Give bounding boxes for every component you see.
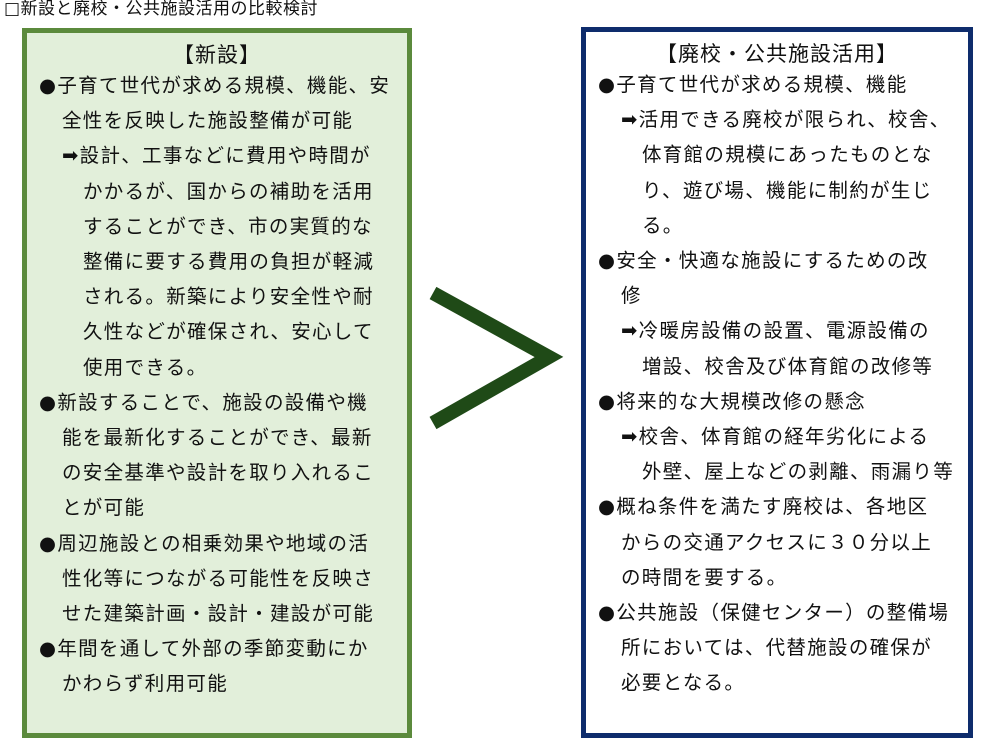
text-line: の安全基準や設計を取り入れるこ bbox=[62, 461, 375, 485]
text-line: り、遊び場、機能に制約が生じ bbox=[642, 178, 933, 202]
text-line: せた建築計画・設計・建設が可能 bbox=[62, 602, 375, 626]
text-line: とが可能 bbox=[62, 496, 146, 520]
bullet-point-line: ●子育て世代が求める規模、機能 bbox=[598, 73, 908, 96]
text-line: 能を最新化することができ、最新 bbox=[62, 426, 373, 450]
text-line: 全性を反映した施設整備が可能 bbox=[62, 109, 354, 133]
bullet-point-line: ●概ね条件を満たす廃校は、各地区 bbox=[598, 495, 929, 519]
text-line: 外壁、屋上などの剥離、雨漏り等 bbox=[642, 460, 954, 484]
bullet-point-line: ●安全・快適な施設にするための改 bbox=[598, 249, 929, 273]
text-line: かわらず利用可能 bbox=[62, 672, 229, 696]
arrow-note-line: ➡校舎、体育館の経年劣化による bbox=[621, 425, 930, 449]
arrow-note-line: ➡設計、工事などに費用や時間が bbox=[62, 144, 371, 168]
school-reuse-panel: 【廃校・公共施設活用】 ●子育て世代が求める規模、機能 ➡活用できる廃校が限られ、… bbox=[581, 27, 973, 738]
bullet-point-line: ●年間を通して外部の季節変動にか bbox=[39, 637, 369, 661]
text-line: 整備に要する費用の負担が軽減 bbox=[83, 250, 375, 274]
text-line: 必要となる。 bbox=[621, 671, 746, 695]
text-line: の時間を要する。 bbox=[621, 565, 788, 589]
text-line: することができ、市の実質的な bbox=[83, 214, 373, 238]
new-construction-header: 【新設】 bbox=[173, 43, 261, 67]
text-line: 修 bbox=[621, 284, 642, 308]
text-line: 増設、校舎及び体育館の改修等 bbox=[642, 354, 934, 378]
new-construction-points: ●子育て世代が求める規模、機能、安全性を反映した施設整備が可能 ➡設計、工事などに… bbox=[27, 68, 407, 702]
text-line: 所においては、代替施設の確保が bbox=[621, 636, 933, 660]
bullet-point-line: ●子育て世代が求める規模、機能、安 bbox=[39, 74, 391, 97]
page-title: □新設と廃校・公共施設活用の比較検討 bbox=[4, 0, 319, 19]
text-line: からの交通アクセスに３０分以上 bbox=[621, 530, 933, 554]
text-line: 久性などが確保され、安心して bbox=[83, 320, 374, 344]
arrow-note-line: ➡活用できる廃校が限られ、校舎、 bbox=[621, 108, 951, 132]
school-reuse-header: 【廃校・公共施設活用】 bbox=[656, 42, 898, 66]
bullet-point-line: ●周辺施設との相乗効果や地域の活 bbox=[39, 531, 370, 555]
text-line: かかるが、国からの補助を活用 bbox=[83, 179, 374, 203]
text-line: 性化等につながる可能性を反映さ bbox=[62, 566, 375, 590]
new-construction-panel: 【新設】 ●子育て世代が求める規模、機能、安全性を反映した施設整備が可能 ➡設計、… bbox=[22, 28, 412, 738]
text-line: される。新築により安全性や耐 bbox=[83, 285, 374, 309]
bullet-point-line: ●新設することで、施設の設備や機 bbox=[39, 390, 368, 414]
arrow-note-line: ➡冷暖房設備の設置、電源設備の bbox=[621, 319, 930, 343]
text-line: 使用できる。 bbox=[83, 355, 208, 379]
text-line: 体育館の規模にあったものとな bbox=[642, 143, 933, 167]
text-line: る。 bbox=[642, 213, 684, 237]
bullet-point-line: ●公共施設（保健センター）の整備場 bbox=[598, 601, 950, 625]
school-reuse-points: ●子育て世代が求める規模、機能 ➡活用できる廃校が限られ、校舎、体育館の規模にあっ… bbox=[586, 67, 968, 701]
greater-than-chevron-icon bbox=[429, 286, 564, 430]
bullet-point-line: ●将来的な大規模改修の懸念 bbox=[598, 389, 866, 413]
